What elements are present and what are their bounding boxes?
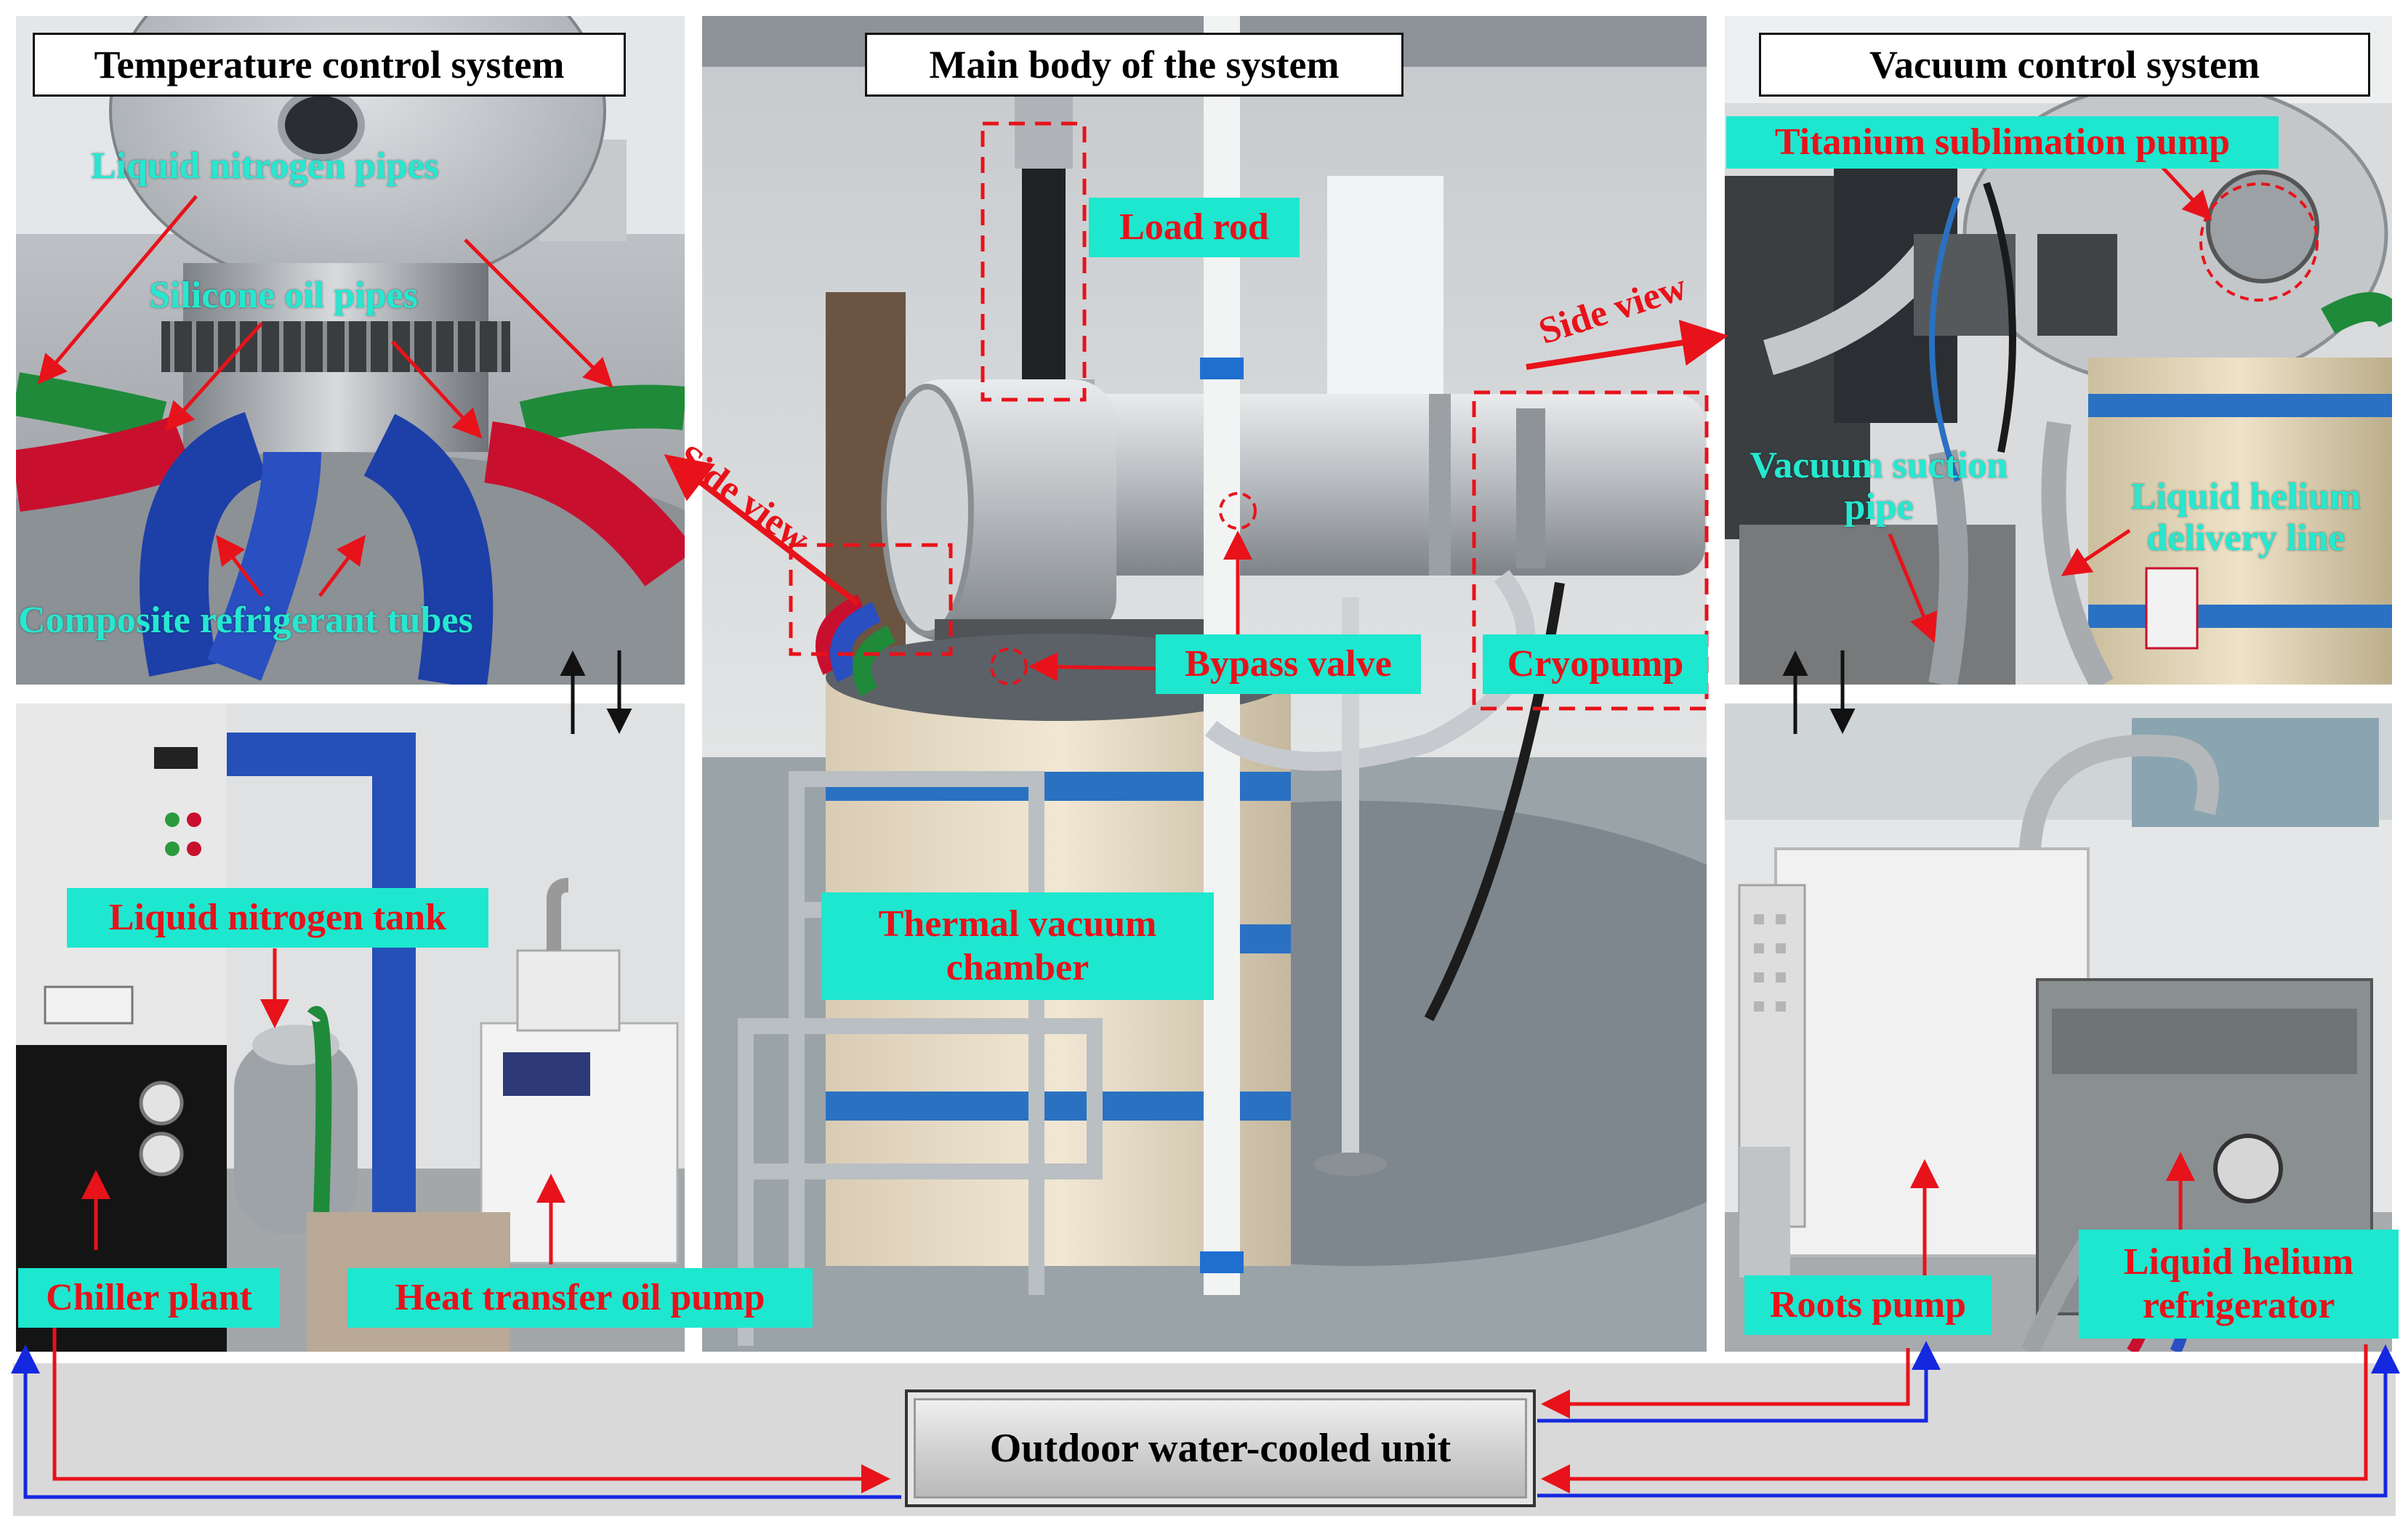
side-view-arrows xyxy=(664,319,1728,606)
vacuum-suction-pipe-text: Vacuum suction pipe xyxy=(1749,445,2008,528)
composite-refrigerant-tubes-label: Composite refrigerant tubes xyxy=(18,600,473,641)
chiller-plant-label: Chiller plant xyxy=(18,1268,280,1328)
temperature-system-title: Temperature control system xyxy=(33,33,626,97)
left-coolant-loop xyxy=(10,1297,901,1499)
liquid-nitrogen-tank-label: Liquid nitrogen tank xyxy=(67,888,488,948)
liquid-helium-refrigerator-label: Liquid helium refrigerator xyxy=(2079,1230,2399,1339)
outdoor-water-cooled-unit: Outdoor water-cooled unit xyxy=(905,1389,1536,1507)
roots-pump-label: Roots pump xyxy=(1744,1275,1992,1335)
vacuum-system-title: Vacuum control system xyxy=(1759,33,2370,97)
heat-transfer-oil-pump-label: Heat transfer oil pump xyxy=(347,1268,813,1328)
liquid-nitrogen-pipes-label: Liquid nitrogen pipes xyxy=(91,145,439,187)
liquid-helium-delivery-line-text: Liquid helium delivery line xyxy=(2130,476,2361,560)
temperature-callouts xyxy=(37,195,613,597)
pump-callouts xyxy=(1910,1152,2195,1275)
main-body-title: Main body of the system xyxy=(865,33,1404,97)
roots-coolant-loop xyxy=(1537,1341,1941,1423)
liquid-helium-delivery-line-label: Liquid helium delivery line xyxy=(2108,476,2384,559)
thermal-vacuum-chamber-label: Thermal vacuum chamber xyxy=(821,892,1214,1000)
dashed-circles xyxy=(990,182,2319,685)
vacuum-suction-pipe-label: Vacuum suction pipe xyxy=(1726,445,2032,528)
refrigerator-coolant-loop xyxy=(1537,1344,2400,1498)
chiller-callouts xyxy=(81,948,565,1264)
main-dashed-boxes xyxy=(789,121,1709,711)
load-rod-label: Load rod xyxy=(1089,198,1300,257)
titanium-sublimation-pump-label: Titanium sublimation pump xyxy=(1726,116,2279,169)
vacuum-callouts xyxy=(1888,166,2212,643)
bypass-callouts xyxy=(1028,530,1252,682)
right-exchange-arrows xyxy=(1782,650,1856,734)
liquid-helium-refrigerator-text: Liquid helium refrigerator xyxy=(2123,1241,2354,1326)
bypass-valve-label: Bypass valve xyxy=(1156,634,1421,694)
left-exchange-arrows xyxy=(560,650,632,734)
silicone-oil-pipes-label: Silicone oil pipes xyxy=(149,275,418,316)
thermal-vacuum-chamber-text: Thermal vacuum chamber xyxy=(878,903,1157,988)
cryopump-label: Cryopump xyxy=(1483,634,1708,694)
